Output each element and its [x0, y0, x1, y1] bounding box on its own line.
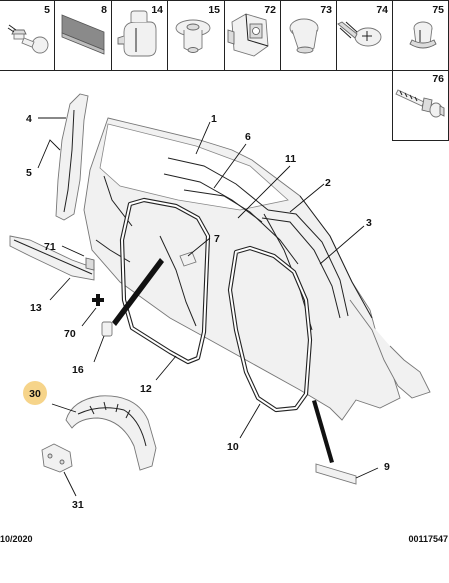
cell-number: 74 [376, 4, 388, 16]
callout-label: 31 [72, 499, 84, 511]
nut-clip-icon [227, 13, 269, 57]
callout-label: 11 [285, 153, 296, 165]
sill-strip-13 [9, 235, 95, 281]
callout-label: 2 [325, 177, 331, 189]
rear-pillar-4 [55, 93, 89, 221]
cell-number: 5 [44, 4, 50, 16]
highlight-marker [23, 381, 47, 405]
ball-stud-icon [7, 24, 49, 54]
callout-label: 16 [72, 364, 84, 376]
callout-label: 30 [29, 388, 41, 400]
clip-7 [179, 251, 197, 267]
bracket-31 [41, 443, 73, 473]
footer-date: 10/2020 [0, 534, 33, 544]
bolt-icon [395, 89, 445, 118]
foam-pad-icon [61, 14, 105, 55]
callouts: 4 5 1 6 11 2 3 7 71 13 70 16 12 30 10 9 … [23, 113, 390, 511]
cell-number: 76 [432, 73, 444, 85]
sill-plate-9 [315, 463, 357, 485]
door-seal-12 [119, 197, 211, 365]
callout-label: 71 [44, 241, 56, 253]
wheel-arch-liner-30 [65, 395, 157, 471]
cell-number: 14 [151, 4, 163, 16]
expansion-nut-icon [409, 21, 437, 49]
callout-label: 5 [26, 167, 32, 179]
parts-table: 5 8 14 15 72 73 74 75 76 [0, 0, 449, 141]
clip-16 [101, 321, 113, 337]
plug-icon [289, 18, 319, 54]
screw-icon [337, 21, 382, 47]
cell-number: 8 [101, 4, 107, 16]
roof-seals [163, 157, 299, 265]
callout-label: 13 [30, 302, 42, 314]
clip-icon [117, 10, 157, 57]
callout-label: 7 [214, 233, 220, 245]
footer-ref: 00117547 [408, 534, 448, 544]
callout-label: 12 [140, 383, 152, 395]
callout-label: 4 [26, 113, 32, 125]
push-rivet-icon [175, 19, 211, 53]
callout-label: 70 [64, 328, 76, 340]
cell-number: 73 [320, 4, 332, 16]
callout-label: 1 [211, 113, 217, 125]
cell-number: 72 [264, 4, 276, 16]
cell-number: 15 [208, 4, 220, 16]
fastener-70 [92, 294, 104, 306]
callout-label: 9 [384, 461, 390, 473]
cell-number: 75 [432, 4, 444, 16]
callout-label: 10 [227, 441, 239, 453]
callout-label: 6 [245, 131, 251, 143]
pillar-rails [261, 209, 349, 319]
door-seal-10 [227, 245, 313, 413]
body-side-panel [83, 117, 431, 421]
callout-label: 3 [366, 217, 372, 229]
leader-lines [37, 117, 379, 497]
